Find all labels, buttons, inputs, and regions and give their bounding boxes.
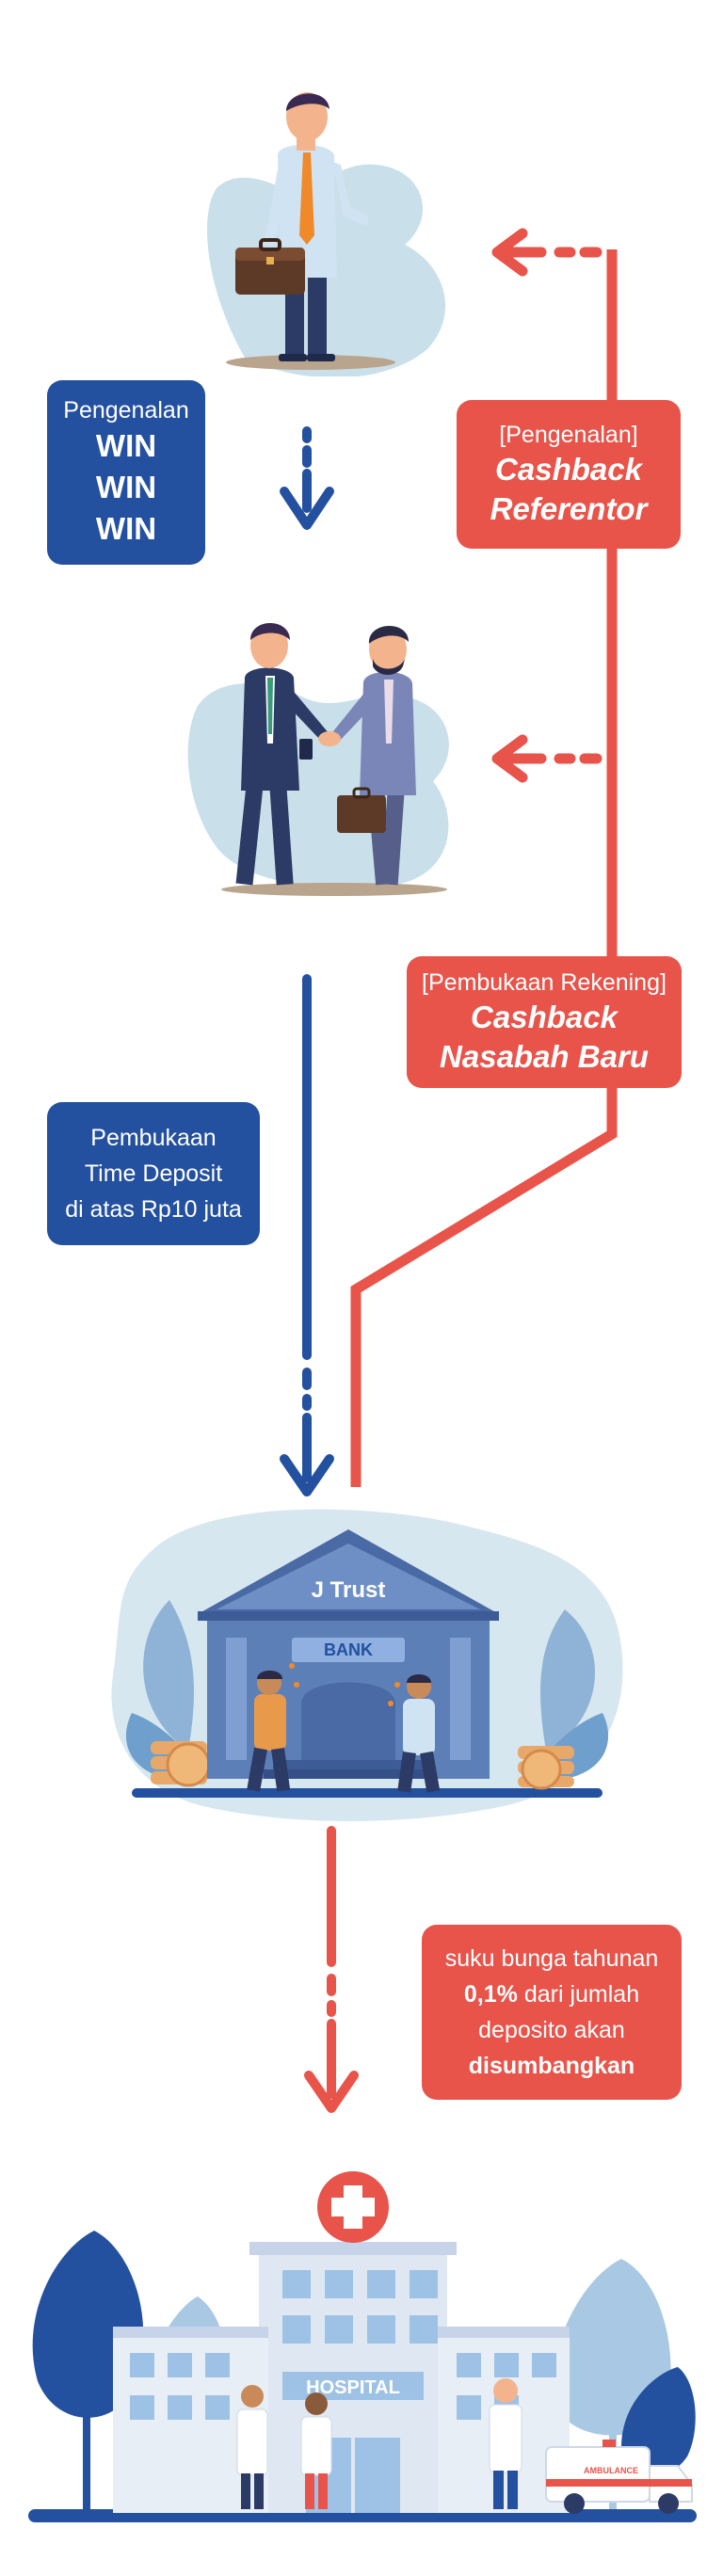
doctor-middle <box>300 2392 332 2509</box>
cashback-referentor-box: [Pengenalan] Cashback Referentor <box>457 400 681 549</box>
hospital-sign: HOSPITAL <box>306 2377 400 2398</box>
win-text: WIN <box>95 470 157 504</box>
donation-keyword: disumbangkan <box>468 2053 635 2079</box>
referentor-title-2: Referentor <box>490 491 648 526</box>
arrow-introduction <box>280 426 334 530</box>
businessman-illustration <box>207 92 445 376</box>
nasabah-label: [Pembukaan Rekening] <box>422 969 667 996</box>
arrow-to-new-customer <box>491 734 602 783</box>
deposit-line-2: Time Deposit <box>84 1160 223 1187</box>
introduction-win-box: Pengenalan WIN WIN WIN <box>47 380 205 565</box>
handshake-illustration <box>187 623 449 896</box>
ambulance-label: AMBULANCE <box>584 2466 638 2475</box>
doctor-left <box>236 2385 268 2509</box>
introduction-label: Pengenalan <box>63 397 189 424</box>
deposit-line-1: Pembukaan <box>90 1125 217 1151</box>
nasabah-title-2: Nasabah Baru <box>440 1039 649 1074</box>
coins <box>151 1741 574 1790</box>
ambulance: AMBULANCE <box>545 2440 693 2514</box>
referentor-title-1: Cashback <box>495 452 642 487</box>
hospital-illustration: HOSPITAL AMBULANCE <box>28 2171 697 2522</box>
arrow-donation <box>304 1826 359 2113</box>
nasabah-title-1: Cashback <box>471 1000 618 1034</box>
donation-rate: 0,1% <box>463 1981 518 2008</box>
donation-line-3: deposito akan <box>478 2017 625 2043</box>
deposit-line-3: di atas Rp10 juta <box>65 1196 242 1223</box>
bank-sign: BANK <box>324 1640 373 1659</box>
bank-illustration: J Trust BANK <box>111 1509 623 1821</box>
donation-line-1: suku bunga tahunan <box>444 1945 659 1972</box>
donation-box: suku bunga tahunan 0,1% dari jumlah depo… <box>422 1925 682 2100</box>
win-text: WIN <box>95 428 157 463</box>
donation-line-4: disumbangkan <box>469 2048 635 2084</box>
time-deposit-box: Pembukaan Time Deposit di atas Rp10 juta <box>47 1102 260 1245</box>
arrow-to-referrer <box>491 228 602 277</box>
bank-name: J Trust <box>312 1577 386 1603</box>
donation-line-2-rest: dari jumlah <box>517 1981 640 2008</box>
doctor-right <box>489 2378 522 2509</box>
arrow-open-deposit <box>280 974 334 1496</box>
referentor-label: [Pengenalan] <box>499 422 638 448</box>
donation-line-2: 0,1% dari jumlah <box>464 1976 639 2012</box>
person-left <box>247 1671 291 1792</box>
referral-red-line <box>350 249 618 1487</box>
person-right <box>397 1674 441 1793</box>
win-text: WIN <box>95 511 157 546</box>
cashback-nasabah-box: [Pembukaan Rekening] Cashback Nasabah Ba… <box>407 956 682 1088</box>
